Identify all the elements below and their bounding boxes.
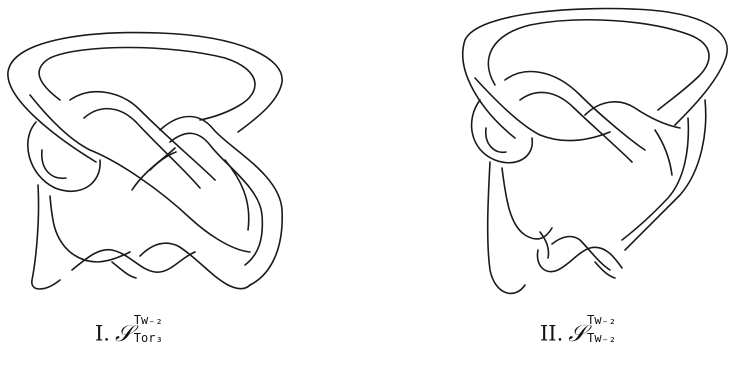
- knot-strand: [140, 243, 250, 289]
- knot-strand: [472, 100, 533, 163]
- knot-strand: [502, 168, 552, 239]
- caption-subscript: Tw₋₂: [587, 332, 616, 344]
- caption-numeral: II.: [540, 322, 563, 346]
- knot-strand: [112, 262, 136, 278]
- knot-strand: [84, 109, 200, 188]
- knot-diagram-2: [440, 0, 735, 300]
- knot-strand: [70, 92, 215, 180]
- knot-strand: [622, 118, 688, 240]
- knot-strand: [655, 130, 672, 175]
- caption-symbol: 𝒮: [568, 321, 586, 347]
- caption-symbol: 𝒮: [115, 321, 133, 347]
- knot-strand: [42, 150, 66, 178]
- caption-numeral: I.: [95, 322, 110, 346]
- knot-strand: [486, 128, 506, 152]
- knot-strand: [505, 72, 645, 150]
- knot-strand: [132, 148, 175, 190]
- caption-superscript: Tw₋₂: [587, 314, 616, 326]
- knot-strand: [595, 262, 615, 278]
- knot-strand: [150, 152, 176, 170]
- caption-superscript: Tw₋₂: [134, 314, 163, 326]
- caption-subscript: Tor₃: [134, 332, 163, 344]
- knot-strand: [30, 95, 250, 252]
- knot-strand: [8, 33, 282, 162]
- knot-strand: [488, 162, 525, 293]
- knot-diagram-1: [0, 0, 300, 300]
- knot-strand: [585, 102, 680, 128]
- knot-strand: [39, 48, 255, 121]
- knot-strand: [537, 247, 622, 271]
- knot-strand: [32, 185, 60, 289]
- knot-strand: [225, 160, 249, 230]
- knot-strand: [170, 133, 262, 265]
- knot-strand: [488, 20, 709, 110]
- knot-strand: [475, 78, 610, 141]
- knot-strand: [160, 117, 282, 286]
